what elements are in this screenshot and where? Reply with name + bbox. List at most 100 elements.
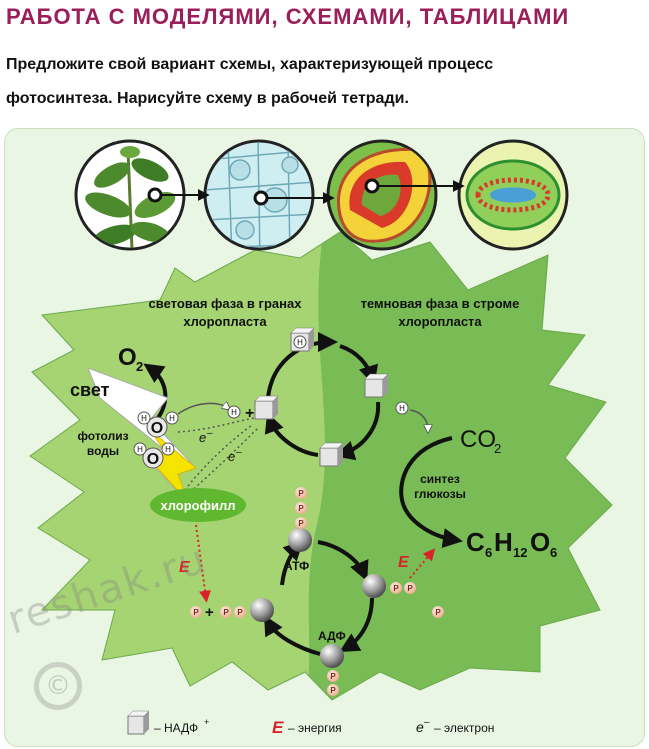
atp-molecule-right (362, 574, 386, 598)
glucose-synthesis-arrow (399, 436, 463, 548)
phosphate-label: P (298, 489, 304, 498)
glucose-c: C (466, 527, 485, 557)
photolysis-label-1: фотолиз (77, 429, 128, 443)
legend-electron-letter: e (416, 719, 424, 735)
phosphate-label: P (330, 672, 336, 681)
phosphate-label: P (407, 584, 413, 593)
oxygen-atom: O (151, 420, 163, 437)
legend-nadp: – НАДФ (154, 721, 198, 735)
nadp-cube-3 (364, 373, 389, 398)
legend: – НАДФ + E – энергия e – – электрон (127, 710, 494, 737)
energy-arrow-1 (195, 524, 211, 603)
adp-molecule (320, 644, 344, 668)
co2-subscript: 2 (494, 441, 501, 456)
electron-label-1: e (199, 430, 206, 445)
adp-label: АДФ (318, 629, 346, 643)
free-phosphate (432, 606, 444, 618)
o2-label: O (118, 344, 137, 371)
magnification-connectors (147, 178, 465, 206)
chlorophyll-ellipse (150, 488, 246, 522)
adp-molecule-left (250, 598, 274, 622)
hydrogen-dark-label: H (399, 404, 405, 413)
atp-molecule (288, 528, 312, 552)
phosphate-label: P (298, 519, 304, 528)
task-line-1: Предложите свой вариант схемы, характери… (6, 56, 494, 73)
electron-path-1 (177, 417, 256, 433)
atp-phosphates: P P P (295, 487, 307, 529)
legend-energy-letter: E (272, 718, 284, 737)
adp-phosphate-2-label: P (237, 608, 243, 617)
electron-sup-1: – (207, 428, 213, 439)
chlorophyll-label: хлорофилл (160, 498, 235, 513)
input-phosphate-label: P (193, 608, 199, 617)
energy-label-1: E (179, 559, 191, 576)
nadp-h-label: H (297, 338, 303, 347)
magnification-chloroplast (326, 139, 438, 251)
atp-label: АТФ (284, 559, 309, 573)
legend-energy: – энергия (288, 721, 342, 735)
co2-label: CO (460, 426, 496, 453)
hydrogen-ion-label: H (231, 408, 237, 417)
dark-phase-label-1: темновая фаза в строме (361, 296, 520, 311)
nadp-h-cube: H (290, 327, 315, 352)
atp-right-phosphates: P P (390, 582, 416, 594)
light-phase-label-1: световая фаза в гранах (149, 296, 303, 311)
phosphate-label: P (330, 686, 336, 695)
light-phase-label-2: хлоропласта (183, 314, 267, 329)
glucose-h-sub: 12 (513, 545, 527, 560)
electron-sup-2: – (236, 447, 242, 458)
glucose-synthesis-label-1: синтез (420, 472, 460, 486)
energy-arrow-2 (409, 548, 436, 579)
legend-nadp-cube (127, 710, 150, 735)
electron-label-2: e (228, 449, 235, 464)
hydrogen-dark (395, 401, 409, 415)
energy-label-2: E (398, 554, 410, 571)
free-phosphate-label: P (435, 608, 441, 617)
glucose-c-sub: 6 (485, 545, 492, 560)
hydrogen-atom: H (165, 445, 171, 454)
glucose-o-sub: 6 (550, 545, 557, 560)
glucose-h: H (494, 527, 513, 557)
glucose-formula: C 6 H 12 O 6 (466, 527, 557, 560)
adp-phosphate-1 (220, 606, 232, 618)
legend-electron: – электрон (434, 721, 494, 735)
hydrogen-atom: H (141, 414, 147, 423)
adp-phosphates: P P (327, 670, 339, 696)
plus-sign-atp: + (205, 604, 214, 621)
input-phosphate (190, 606, 202, 618)
hydrogen-atom: H (137, 445, 143, 454)
copyright-icon: © (34, 662, 82, 710)
glucose-synthesis-label-2: глюкозы (414, 487, 466, 501)
hydrogen-atom: H (169, 414, 175, 423)
magnification-grana (457, 139, 569, 251)
phosphate-label: P (393, 584, 399, 593)
glucose-o: O (530, 527, 550, 557)
section-heading: Работа с моделями, схемами, таблицами (6, 4, 570, 29)
nadp-cube-1 (254, 395, 279, 420)
plus-sign: + (245, 405, 254, 422)
adp-phosphate-2 (234, 606, 246, 618)
magnification-cells (203, 139, 315, 251)
legend-electron-sup: – (424, 717, 430, 728)
o2-subscript: 2 (136, 359, 143, 374)
hydrogen-transfer-arrow (177, 403, 228, 415)
hydrogen-ion (227, 405, 241, 419)
maple-leaf (30, 232, 612, 700)
leaf-outline (29, 231, 613, 701)
hydrogen-dark-arrow (409, 409, 428, 430)
light-label: свет (70, 380, 110, 400)
electron-path-3 (189, 427, 259, 493)
oxygen-atom: O (147, 451, 159, 468)
phosphate-label: P (298, 504, 304, 513)
task-line-2: фотосинтеза. Нарисуйте схему в рабочей т… (6, 90, 409, 107)
photolysis-label-2: воды (87, 444, 119, 458)
magnification-plant (74, 139, 186, 251)
water-molecule-2: O H H (133, 442, 175, 469)
adp-phosphate-1-label: P (223, 608, 229, 617)
leaf-dark-half (300, 232, 612, 700)
water-molecule-1: O H H (137, 411, 179, 438)
nadp-cube-4 (319, 442, 344, 467)
dark-phase-label-2: хлоропласта (398, 314, 482, 329)
legend-nadp-sup: + (204, 717, 209, 727)
